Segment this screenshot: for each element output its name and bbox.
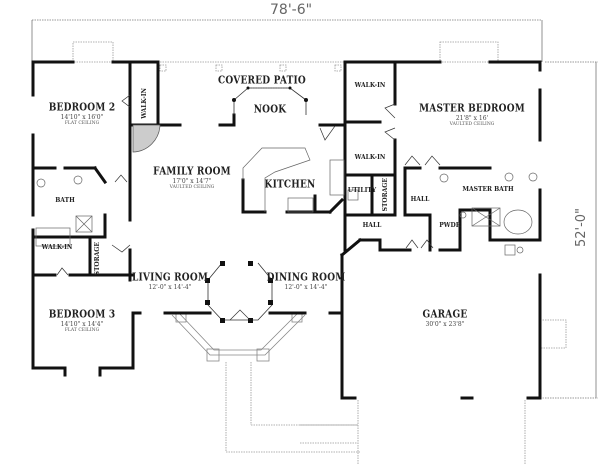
room-bath: BATH bbox=[55, 197, 75, 204]
door-swings bbox=[56, 94, 441, 321]
room-utility: UTILITY bbox=[347, 187, 377, 194]
room-bedroom-3: BEDROOM 3 14'10" x 14'4" FLAT CEILING bbox=[48, 308, 116, 333]
room-covered-patio: COVERED PATIO bbox=[218, 74, 306, 88]
room-garage: GARAGE 30'0" x 23'8" bbox=[422, 308, 468, 328]
room-kitchen: KITCHEN bbox=[264, 178, 316, 192]
overall-width-label: 78'-6" bbox=[270, 2, 313, 18]
room-master-bedroom: MASTER BEDROOM 21'8" x 16' VAULTED CEILI… bbox=[419, 102, 525, 127]
room-walkin-bed3: WALK-IN bbox=[41, 244, 73, 251]
bay-walls bbox=[207, 87, 307, 321]
room-master-bath: MASTER BATH bbox=[462, 186, 514, 193]
room-walkin-bed2: WALK-IN bbox=[141, 88, 148, 119]
room-hall-2: HALL bbox=[362, 222, 382, 229]
overall-depth-label: 52'-0" bbox=[574, 207, 590, 248]
room-powder: PWDR bbox=[439, 222, 461, 229]
room-storage-bed3: STORAGE bbox=[94, 242, 101, 276]
room-walkin-master-2: WALK-IN bbox=[354, 154, 386, 161]
room-nook: NOOK bbox=[253, 103, 287, 117]
room-dining-room: DINING ROOM 12'-0" x 14'-4" bbox=[266, 271, 346, 291]
fixtures bbox=[35, 124, 538, 256]
room-family-room: FAMILY ROOM 17'0" x 14'7" VAULTED CEILIN… bbox=[153, 165, 231, 190]
room-walkin-master-1: WALK-IN bbox=[354, 82, 386, 89]
room-hall-1: HALL bbox=[410, 196, 430, 203]
bay-posts bbox=[205, 86, 308, 323]
room-storage-utility: STORAGE bbox=[382, 178, 389, 212]
front-porch bbox=[171, 311, 306, 362]
room-living-room: LIVING ROOM 12'-0" x 14'-4" bbox=[131, 271, 209, 291]
room-bedroom-2: BEDROOM 2 14'10" x 16'0" FLAT CEILING bbox=[48, 101, 116, 126]
